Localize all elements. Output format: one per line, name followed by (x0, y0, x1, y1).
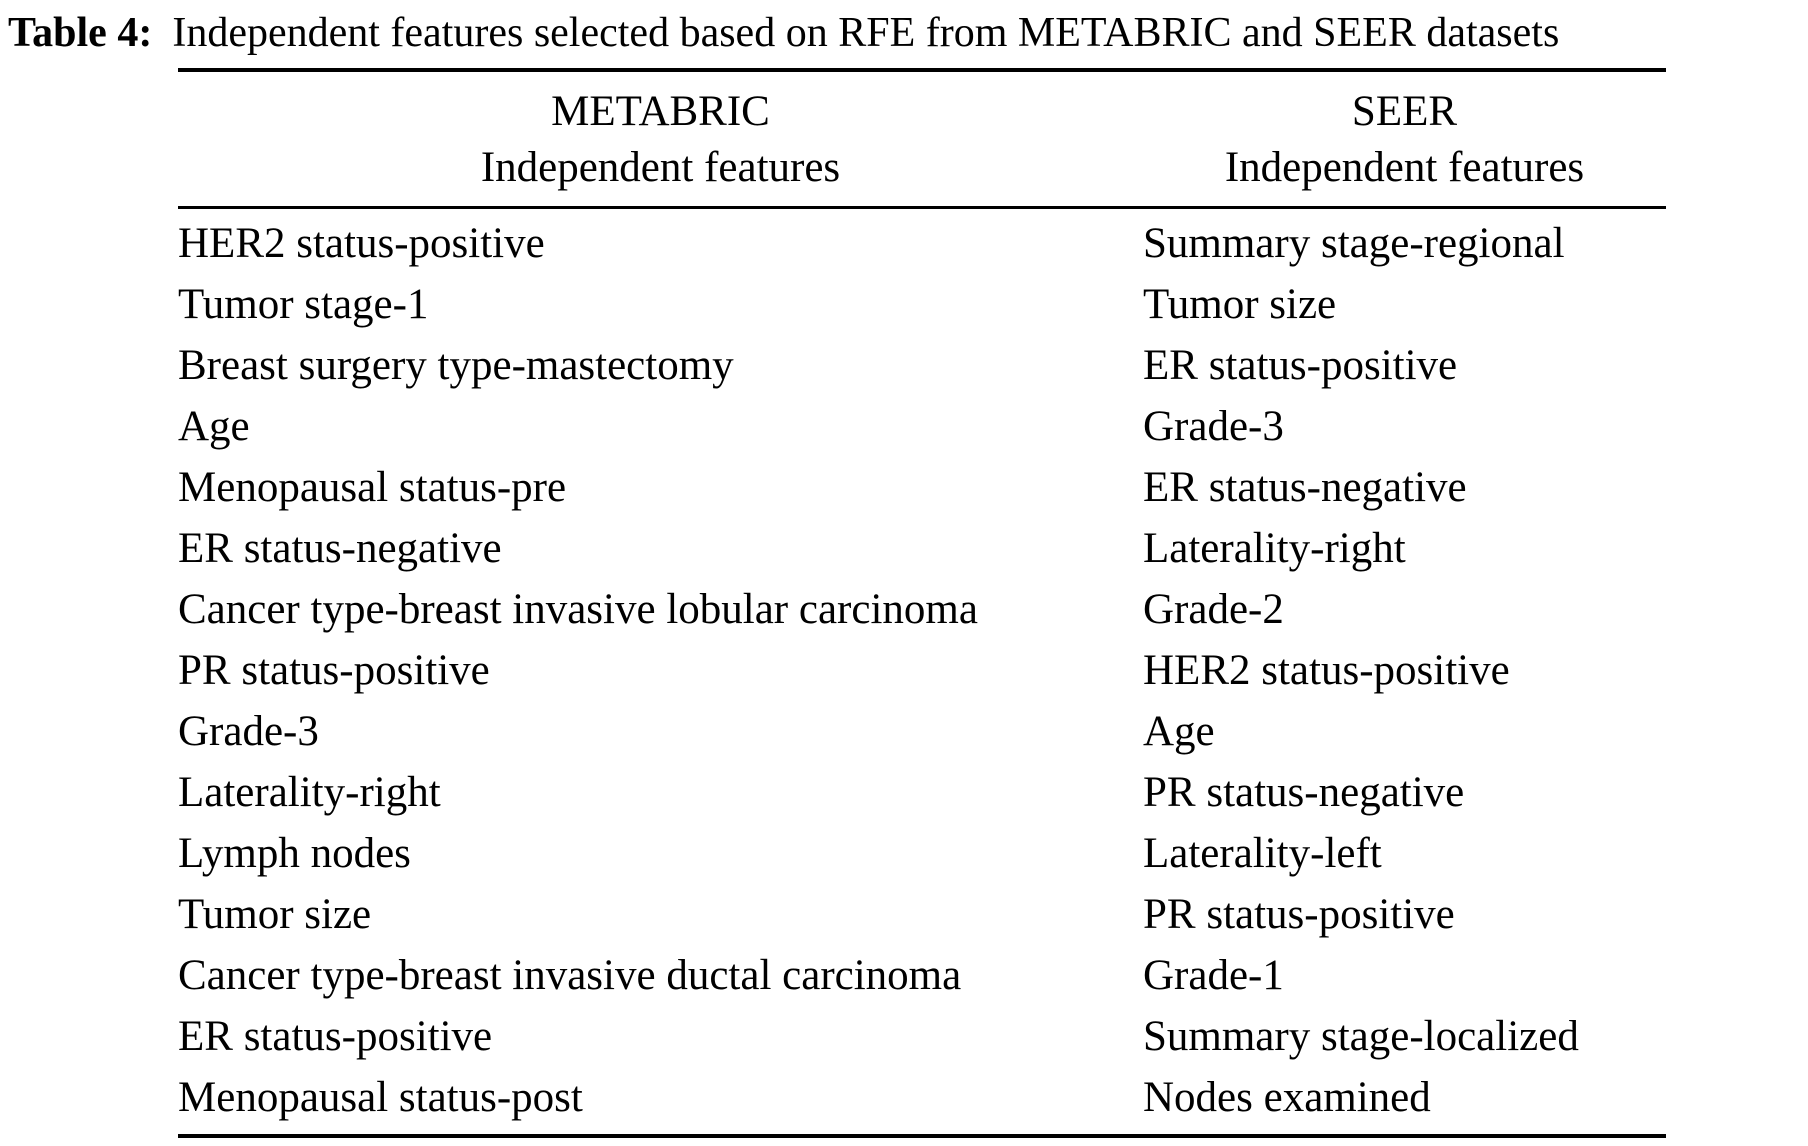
feature-cell-seer: Grade-1 (1143, 952, 1284, 999)
table-row: Cancer type-breast invasive lobular carc… (178, 579, 1666, 640)
feature-cell-seer: HER2 status-positive (1143, 647, 1510, 694)
table-row: Age Grade-3 (178, 396, 1666, 457)
feature-cell-metabric: Laterality-right (178, 769, 441, 816)
feature-cell-seer: ER status-positive (1143, 342, 1458, 389)
table-row: Menopausal status-post Nodes examined (178, 1067, 1666, 1128)
table-body: HER2 status-positive Summary stage-regio… (178, 209, 1666, 1134)
table-row: PR status-positive HER2 status-positive (178, 640, 1666, 701)
feature-cell-seer: ER status-negative (1143, 464, 1467, 511)
table-row: ER status-negative Laterality-right (178, 518, 1666, 579)
feature-cell-metabric: ER status-negative (178, 525, 502, 572)
table-caption: Table 4: Independent features selected ba… (0, 0, 1808, 60)
header-seer-dataset: SEER (1351, 88, 1458, 135)
feature-cell-seer: Age (1143, 708, 1215, 755)
feature-cell-metabric: ER status-positive (178, 1013, 493, 1060)
header-metabric-subheader: Independent features (480, 144, 841, 191)
feature-cell-metabric: HER2 status-positive (178, 220, 545, 267)
table-row: HER2 status-positive Summary stage-regio… (178, 213, 1666, 274)
feature-cell-metabric: Cancer type-breast invasive lobular carc… (178, 586, 978, 633)
feature-cell-metabric: Tumor stage-1 (178, 281, 429, 328)
feature-cell-seer: Summary stage-localized (1143, 1013, 1579, 1060)
feature-cell-metabric: Age (178, 403, 250, 450)
feature-cell-seer: Laterality-right (1143, 525, 1406, 572)
feature-cell-seer: Tumor size (1143, 281, 1337, 328)
table-header: METABRIC SEER Independent features Indep… (178, 72, 1666, 209)
feature-cell-seer: Summary stage-regional (1143, 220, 1565, 267)
feature-cell-metabric: Grade-3 (178, 708, 319, 755)
feature-cell-metabric: Cancer type-breast invasive ductal carci… (178, 952, 962, 999)
table-row: Grade-3 Age (178, 701, 1666, 762)
feature-cell-metabric: Menopausal status-post (178, 1074, 583, 1121)
caption-text: Independent features selected based on R… (172, 10, 1560, 56)
table-row: Cancer type-breast invasive ductal carci… (178, 945, 1666, 1006)
table-row: ER status-positive Summary stage-localiz… (178, 1006, 1666, 1067)
table-row: Lymph nodes Laterality-left (178, 823, 1666, 884)
table-row: Tumor stage-1 Tumor size (178, 274, 1666, 335)
feature-cell-metabric: PR status-positive (178, 647, 490, 694)
table-row: Tumor size PR status-positive (178, 884, 1666, 945)
caption-label: Table 4: (8, 10, 153, 56)
feature-cell-metabric: Lymph nodes (178, 830, 411, 877)
feature-cell-metabric: Menopausal status-pre (178, 464, 567, 511)
feature-cell-seer: Laterality-left (1143, 830, 1382, 877)
feature-cell-metabric: Tumor size (178, 891, 372, 938)
table-row: Breast surgery type-mastectomy ER status… (178, 335, 1666, 396)
feature-cell-seer: Grade-2 (1143, 586, 1284, 633)
feature-cell-seer: PR status-negative (1143, 769, 1465, 816)
table-row: Laterality-right PR status-negative (178, 762, 1666, 823)
feature-cell-metabric: Breast surgery type-mastectomy (178, 342, 734, 389)
feature-cell-seer: PR status-positive (1143, 891, 1455, 938)
feature-cell-seer: Grade-3 (1143, 403, 1284, 450)
feature-cell-seer: Nodes examined (1143, 1074, 1431, 1121)
header-seer-subheader: Independent features (1224, 144, 1585, 191)
features-table: METABRIC SEER Independent features Indep… (178, 68, 1666, 1138)
header-metabric-dataset: METABRIC (551, 88, 770, 135)
table-row: Menopausal status-pre ER status-negative (178, 457, 1666, 518)
